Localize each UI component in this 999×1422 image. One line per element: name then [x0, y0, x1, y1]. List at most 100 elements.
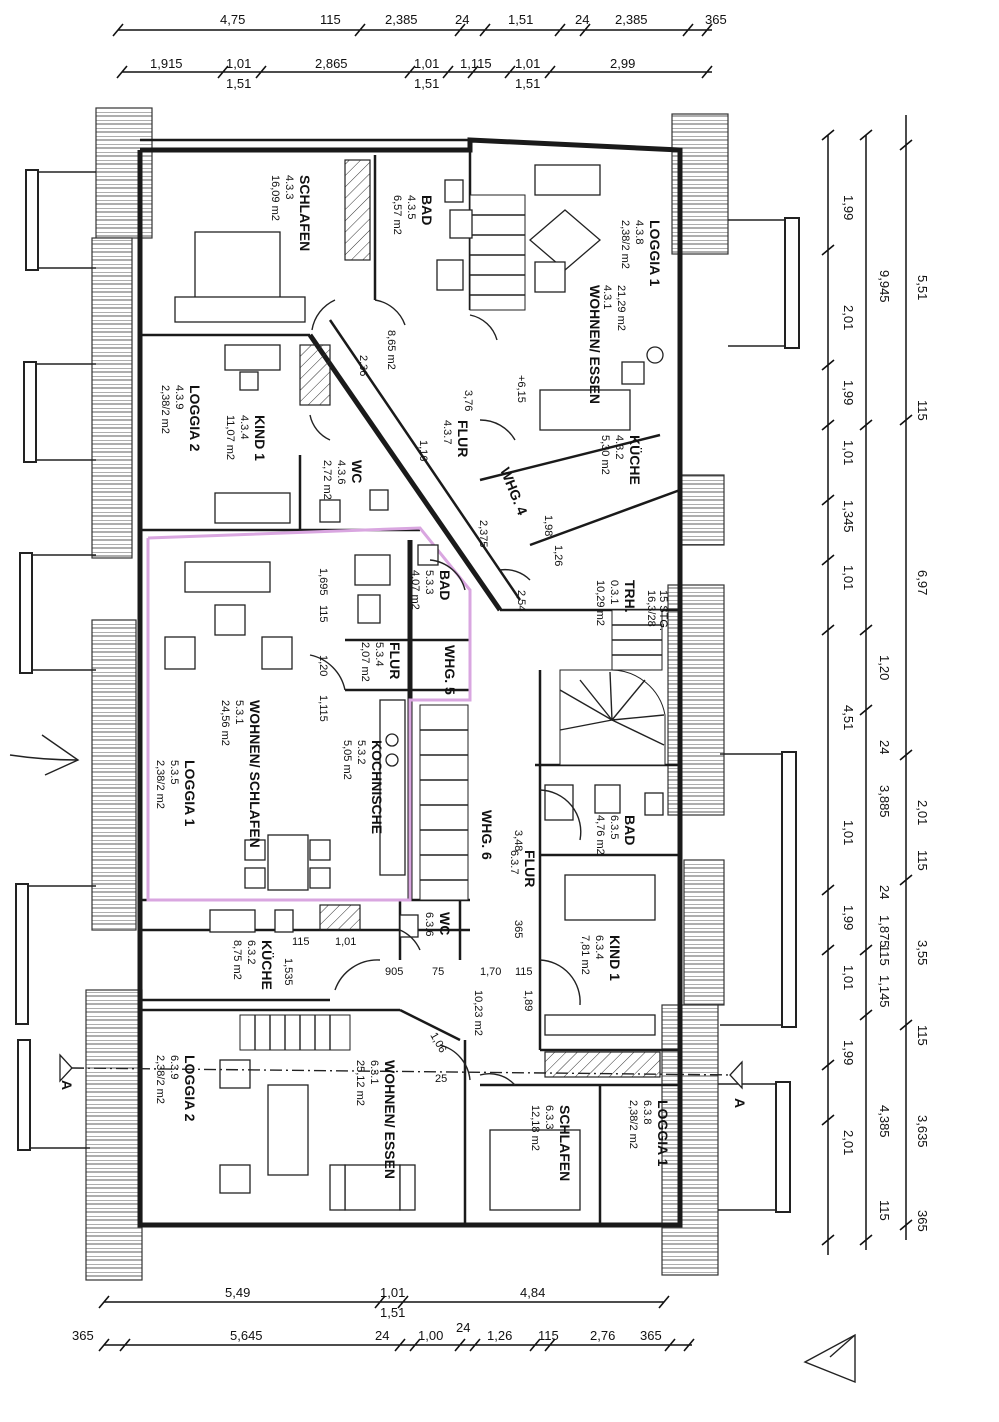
dim-label: 1,01 — [841, 820, 856, 845]
svg-text:FLUR: FLUR — [455, 420, 471, 457]
dim-label: 1,01 — [515, 56, 540, 71]
svg-text:FLUR: FLUR — [522, 850, 538, 887]
dim-label: 365 — [705, 12, 727, 27]
dim-label: 5,49 — [225, 1285, 250, 1300]
dim-label: 1,51 — [515, 76, 540, 91]
dim-label: 2,01 — [841, 1130, 856, 1155]
dim-label: 2,99 — [610, 56, 635, 71]
dim-label: 5,51 — [915, 275, 930, 300]
inner-dim: 905 — [385, 966, 403, 978]
dim-label: 115 — [915, 400, 930, 421]
svg-text:6.3.8: 6.3.8 — [641, 1100, 653, 1124]
inner-dim: 1,20 — [317, 655, 329, 676]
svg-text:KÜCHE: KÜCHE — [259, 940, 275, 990]
dimension-bottom-2: 365 5,645 24 1,00 24 1,26 115 2,76 365 — [72, 1320, 695, 1352]
north-arrow-icon — [803, 1333, 856, 1384]
stair-note-2: 16,3/28 — [645, 590, 657, 627]
dim-label: 2,865 — [315, 56, 348, 71]
dim-label: 24 — [456, 1320, 470, 1335]
svg-text:6.3.4: 6.3.4 — [593, 935, 605, 959]
svg-text:LOGGIA 1: LOGGIA 1 — [182, 760, 198, 827]
svg-text:4,07 m2: 4,07 m2 — [409, 570, 421, 610]
svg-text:LOGGIA 2: LOGGIA 2 — [182, 1055, 198, 1122]
room-label-trh-031: TRH. 0.3.1 10,29 m2 — [594, 580, 638, 626]
svg-text:5.3.2: 5.3.2 — [355, 740, 367, 764]
svg-text:8,75 m2: 8,75 m2 — [231, 940, 243, 980]
inner-dim: 115 — [515, 966, 533, 978]
svg-text:SCHLAFEN: SCHLAFEN — [297, 175, 313, 251]
dim-label: 115 — [877, 945, 892, 966]
svg-text:2,38/2 m2: 2,38/2 m2 — [159, 385, 171, 434]
svg-text:5.3.1: 5.3.1 — [233, 700, 245, 724]
dim-label: 1,51 — [226, 76, 251, 91]
room-label-loggia1-638: LOGGIA 1 6.3.8 2,38/2 m2 — [627, 1100, 671, 1167]
section-label-right: A — [732, 1098, 748, 1108]
svg-text:4,76 m2: 4,76 m2 — [594, 815, 606, 855]
svg-text:BAD: BAD — [419, 195, 435, 225]
dim-label: 3,635 — [915, 1115, 930, 1148]
room-label-wohnen-431: WOHNEN/ ESSEN 4.3.1 21,29 m2 — [587, 285, 627, 404]
inner-dim: 1,89 — [522, 990, 534, 1011]
dim-label: 1,115 — [460, 56, 492, 71]
svg-text:WOHNEN/ ESSEN: WOHNEN/ ESSEN — [382, 1060, 398, 1179]
svg-text:WOHNEN/ ESSEN: WOHNEN/ ESSEN — [587, 285, 603, 404]
inner-dim: 1,26 — [552, 545, 564, 566]
inner-dim: 1,115 — [317, 695, 329, 722]
dim-label: 24 — [877, 740, 892, 754]
room-label-bad-533: BAD 5.3.3 4,07 m2 — [409, 570, 453, 610]
svg-text:16,09 m2: 16,09 m2 — [269, 175, 281, 221]
dim-label: 1,01 — [226, 56, 251, 71]
svg-text:FLUR: FLUR — [387, 642, 403, 679]
dim-label: 2,385 — [615, 12, 648, 27]
section-line: A A — [59, 1053, 748, 1108]
dim-label: 1,345 — [841, 500, 856, 533]
svg-text:LOGGIA 1: LOGGIA 1 — [655, 1100, 671, 1167]
dim-label: 5,645 — [230, 1328, 263, 1343]
room-label-wohnen-631: WOHNEN/ ESSEN 6.3.1 25,12 m2 — [354, 1060, 398, 1179]
dim-label: 115 — [877, 1200, 892, 1221]
dim-label: 4,385 — [877, 1105, 892, 1138]
svg-text:WOHNEN/ SCHLAFEN: WOHNEN/ SCHLAFEN — [247, 700, 263, 848]
room-label-loggia1-535: LOGGIA 1 5.3.5 2,38/2 m2 — [154, 760, 198, 827]
svg-text:5.3.4: 5.3.4 — [373, 642, 385, 666]
dimension-top-2: 1,915 1,01 1,51 2,865 1,01 1,51 1,115 1,… — [116, 56, 713, 91]
svg-text:KOCHNISCHE: KOCHNISCHE — [369, 740, 385, 834]
dim-label: 1,01 — [414, 56, 439, 71]
inner-dims: 2,36 1,16 3,76 2,375 1,695 115 1,20 1,11… — [282, 355, 564, 1085]
dim-label: 365 — [640, 1328, 662, 1343]
svg-text:5,30 m2: 5,30 m2 — [599, 435, 611, 475]
svg-text:21,29 m2: 21,29 m2 — [615, 285, 627, 331]
svg-text:4.3.8: 4.3.8 — [633, 220, 645, 244]
svg-text:4.3.4: 4.3.4 — [238, 415, 250, 439]
svg-text:6.3.5: 6.3.5 — [608, 815, 620, 839]
svg-text:4.3.7: 4.3.7 — [441, 420, 453, 444]
svg-text:WC: WC — [349, 460, 365, 483]
dim-label: 1,01 — [841, 565, 856, 590]
inner-dim: 115 — [292, 936, 310, 948]
svg-text:2,38/2 m2: 2,38/2 m2 — [154, 760, 166, 809]
dim-label: 3,885 — [877, 785, 892, 818]
inner-dim: 1,98 — [542, 515, 554, 536]
svg-text:12,18 m2: 12,18 m2 — [529, 1105, 541, 1151]
inner-dim: 1,70 — [480, 966, 501, 978]
svg-text:5,05 m2: 5,05 m2 — [341, 740, 353, 780]
svg-text:2,38/2 m2: 2,38/2 m2 — [627, 1100, 639, 1149]
svg-text:6.3.2: 6.3.2 — [245, 940, 257, 964]
dim-label: 9,945 — [877, 270, 892, 303]
svg-text:LOGGIA 1: LOGGIA 1 — [647, 220, 663, 287]
room-label-loggia2-439: LOGGIA 2 4.3.9 2,38/2 m2 — [159, 385, 203, 452]
doors — [309, 299, 582, 1086]
dim-label: 115 — [915, 1025, 930, 1046]
inner-dim: 115 — [317, 605, 329, 623]
dim-label: 24 — [877, 885, 892, 899]
room-label-kueche-432: KÜCHE 4.3.2 5,30 m2 — [599, 435, 643, 485]
room-label-bad-435: BAD 4.3.5 6,57 m2 — [391, 195, 435, 235]
svg-text:4.3.2: 4.3.2 — [613, 435, 625, 459]
svg-text:6,57 m2: 6,57 m2 — [391, 195, 403, 235]
svg-text:6.3.3: 6.3.3 — [543, 1105, 555, 1129]
dim-label: 4,75 — [220, 12, 245, 27]
dim-label: 1,145 — [877, 975, 892, 1008]
dim-label: 1,915 — [150, 56, 183, 71]
dim-label: 6,97 — [915, 570, 930, 595]
